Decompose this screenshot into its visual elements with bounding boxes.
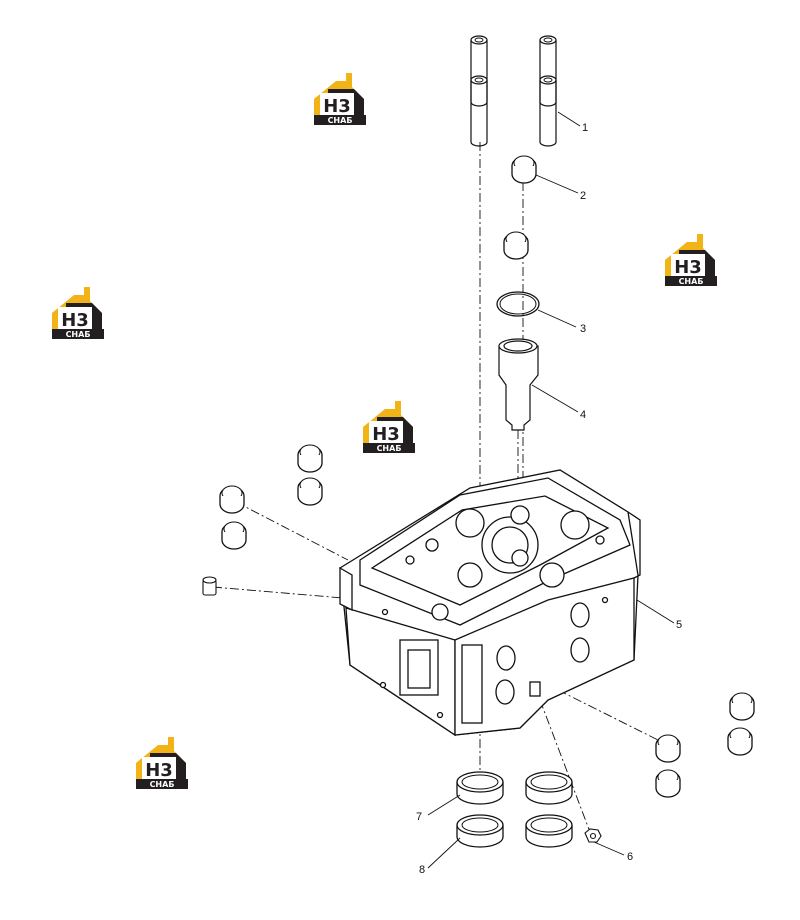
watermark-logo-sub: СНАБ [377, 444, 402, 453]
watermark-logo-sub: СНАБ [328, 116, 353, 125]
injector-sleeve [498, 338, 539, 431]
o-ring [496, 291, 540, 317]
watermark-logo-sub: СНАБ [679, 277, 704, 286]
callout-labels: 1 2 3 4 5 6 7 8 [416, 122, 682, 876]
leader-lines [427, 111, 675, 869]
watermark-logo-main: H3 [323, 96, 351, 117]
tube-pair-lower [470, 75, 557, 147]
watermark-logo-main: H3 [674, 257, 702, 278]
callout-5: 5 [676, 619, 682, 631]
watermark-logo-main: H3 [145, 760, 173, 781]
valve-seat-group [456, 771, 573, 848]
sleeve-lower [503, 231, 529, 260]
small-plug-left [202, 576, 217, 596]
small-nut [584, 828, 602, 843]
callout-4: 4 [580, 409, 586, 421]
plug-group-left-top [219, 444, 323, 550]
watermark-logo-sub: СНАБ [66, 330, 91, 339]
callout-2: 2 [580, 190, 586, 202]
watermark-logo-main: H3 [372, 424, 400, 445]
sleeve-upper [511, 155, 537, 184]
watermark-logo: H3 СНАБ [665, 234, 717, 286]
watermark-logo-sub: СНАБ [150, 780, 175, 789]
callout-8: 8 [419, 864, 425, 876]
callout-1: 1 [582, 122, 588, 134]
assembly-centerlines [212, 142, 669, 833]
watermark-logo: H3 СНАБ [52, 287, 104, 339]
watermark-logo: H3 СНАБ [363, 401, 415, 453]
watermark-logo: H3 СНАБ [314, 73, 366, 125]
watermark-logo-main: H3 [61, 310, 89, 331]
tube-pair-upper [470, 35, 557, 107]
callout-7: 7 [416, 811, 422, 823]
plug-group-right [655, 692, 755, 798]
watermark-logo: H3 СНАБ [136, 737, 188, 789]
callout-3: 3 [580, 323, 586, 335]
callout-6: 6 [627, 851, 633, 863]
cylinder-head [339, 469, 641, 737]
